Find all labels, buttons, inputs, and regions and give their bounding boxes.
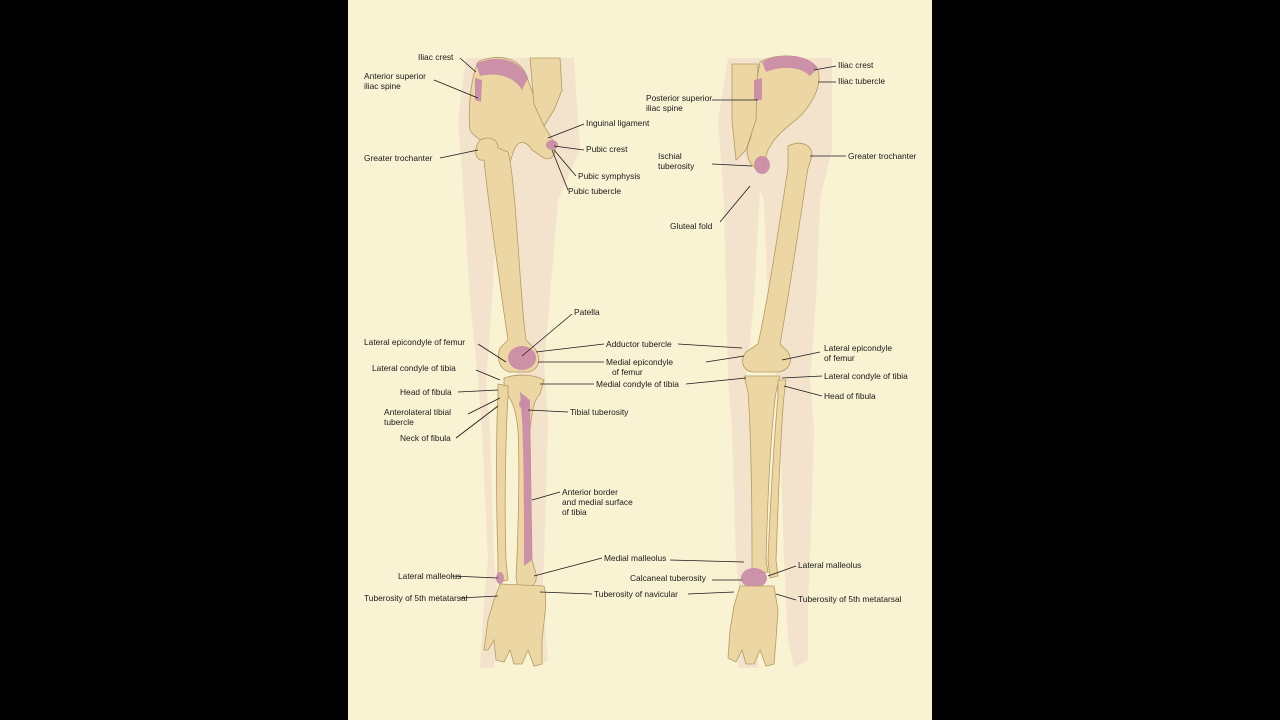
label-lateral-epicondyle-femur: Lateral epicondyle of femur xyxy=(364,337,465,347)
label-lateral-malleolus-anterior: Lateral malleolus xyxy=(398,571,461,581)
label-medial-condyle-tibia: Medial condyle of tibia xyxy=(596,379,679,389)
label-gluteal-fold: Gluteal fold xyxy=(670,221,713,231)
tibial-tuberosity-highlight xyxy=(519,399,529,409)
label-asis-line2: iliac spine xyxy=(364,81,401,91)
anterior-foot xyxy=(483,583,547,667)
label-medial-epicondyle-line1: Medial epicondyle xyxy=(606,357,673,367)
posterior-tibia xyxy=(743,375,781,575)
label-medial-malleolus: Medial malleolus xyxy=(604,553,666,563)
label-tuberosity-5th-metatarsal-posterior: Tuberosity of 5th metatarsal xyxy=(798,594,902,604)
anterior-femur xyxy=(475,137,540,373)
posterior-fibula xyxy=(767,379,787,579)
ischial-tuberosity-highlight xyxy=(754,156,770,174)
posterior-foot xyxy=(727,585,779,667)
label-iliac-tubercle: Iliac tubercle xyxy=(838,76,885,86)
lower-limb-bones-diagram: Iliac crest Anterior superior iliac spin… xyxy=(364,52,917,668)
label-tibial-tuberosity: Tibial tuberosity xyxy=(570,407,629,417)
label-iliac-crest-posterior: Iliac crest xyxy=(838,60,874,70)
posterior-labels: Iliac crest Iliac tubercle Posterior sup… xyxy=(646,60,917,604)
anterior-sacrum xyxy=(529,57,563,127)
label-psis-line1: Posterior superior xyxy=(646,93,712,103)
label-anterior-border-line2: and medial surface xyxy=(562,497,633,507)
label-medial-epicondyle-line2: of femur xyxy=(612,367,643,377)
label-anterolateral-line2: tubercle xyxy=(384,417,414,427)
pubic-crest-highlight xyxy=(546,140,558,150)
label-anterolateral-line1: Anterolateral tibial xyxy=(384,407,451,417)
label-tuberosity-5th-metatarsal-anterior: Tuberosity of 5th metatarsal xyxy=(364,593,468,603)
leader-lines xyxy=(433,57,846,601)
posterior-view xyxy=(718,55,832,668)
patella-highlight xyxy=(508,346,536,370)
label-head-of-fibula-anterior: Head of fibula xyxy=(400,387,452,397)
posterior-iliac-crest-highlight xyxy=(762,55,818,76)
psis-highlight xyxy=(754,78,762,100)
label-pubic-tubercle: Pubic tubercle xyxy=(568,186,621,196)
label-lateral-condyle-tibia-anterior: Lateral condyle of tibia xyxy=(372,363,456,373)
label-iliac-crest-anterior: Iliac crest xyxy=(418,52,454,62)
label-asis-line1: Anterior superior xyxy=(364,71,426,81)
label-neck-of-fibula: Neck of fibula xyxy=(400,433,451,443)
label-psis-line2: iliac spine xyxy=(646,103,683,113)
calcaneal-tuberosity-highlight xyxy=(741,568,767,588)
label-lateral-epicondyle-posterior-line1: Lateral epicondyle xyxy=(824,343,892,353)
lateral-malleolus-highlight xyxy=(496,572,504,584)
posterior-pelvis xyxy=(746,55,820,171)
label-greater-trochanter-anterior: Greater trochanter xyxy=(364,153,433,163)
label-patella: Patella xyxy=(574,307,600,317)
label-inguinal-ligament: Inguinal ligament xyxy=(586,118,650,128)
anterior-iliac-crest-highlight xyxy=(476,58,528,90)
label-ischial-line1: Ischial xyxy=(658,151,682,161)
anatomy-diagram-panel: Iliac crest Anterior superior iliac spin… xyxy=(348,0,932,720)
label-tuberosity-navicular: Tuberosity of navicular xyxy=(594,589,678,599)
label-lateral-condyle-tibia-posterior: Lateral condyle of tibia xyxy=(824,371,908,381)
asis-highlight xyxy=(475,78,482,102)
label-head-of-fibula-posterior: Head of fibula xyxy=(824,391,876,401)
anterior-fibula xyxy=(496,383,509,583)
posterior-sacrum xyxy=(731,63,759,161)
label-pubic-crest: Pubic crest xyxy=(586,144,628,154)
label-lateral-malleolus-posterior: Lateral malleolus xyxy=(798,560,861,570)
label-greater-trochanter-posterior: Greater trochanter xyxy=(848,151,917,161)
label-ischial-line2: tuberosity xyxy=(658,161,695,171)
label-anterior-border-line1: Anterior border xyxy=(562,487,618,497)
label-adductor-tubercle: Adductor tubercle xyxy=(606,339,672,349)
anterior-labels: Iliac crest Anterior superior iliac spin… xyxy=(364,52,707,603)
label-calcaneal-tuberosity: Calcaneal tuberosity xyxy=(630,573,707,583)
posterior-femur xyxy=(742,142,813,373)
anterior-tibia-border-highlight xyxy=(520,392,532,566)
label-pubic-symphysis: Pubic symphysis xyxy=(578,171,640,181)
anterior-view xyxy=(458,56,580,668)
label-lateral-epicondyle-posterior-line2: of femur xyxy=(824,353,855,363)
label-anterior-border-line3: of tibia xyxy=(562,507,587,517)
